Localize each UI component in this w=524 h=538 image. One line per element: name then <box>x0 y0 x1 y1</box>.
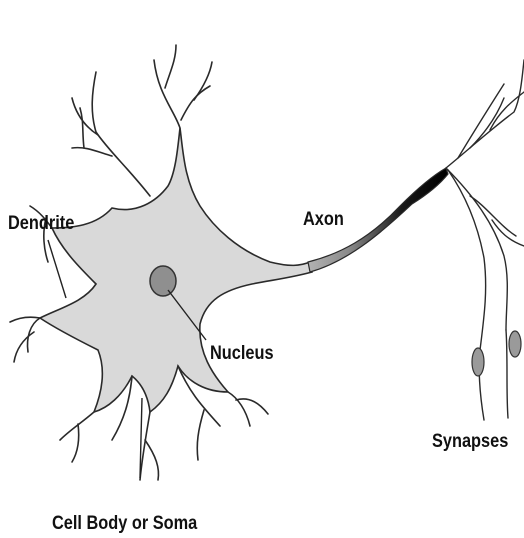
dendrite-label: Dendrite <box>8 214 74 233</box>
synapse-bouton <box>509 331 521 357</box>
synapses-label: Synapses <box>432 432 508 451</box>
nucleus-label: Nucleus <box>210 344 274 363</box>
axon-terminals <box>446 60 524 420</box>
synapse-bouton <box>472 348 484 376</box>
cell-body-label: Cell Body or Soma <box>52 514 197 533</box>
axon-label: Axon <box>303 210 344 229</box>
cell-body-soma <box>40 128 312 412</box>
nucleus <box>150 266 176 296</box>
